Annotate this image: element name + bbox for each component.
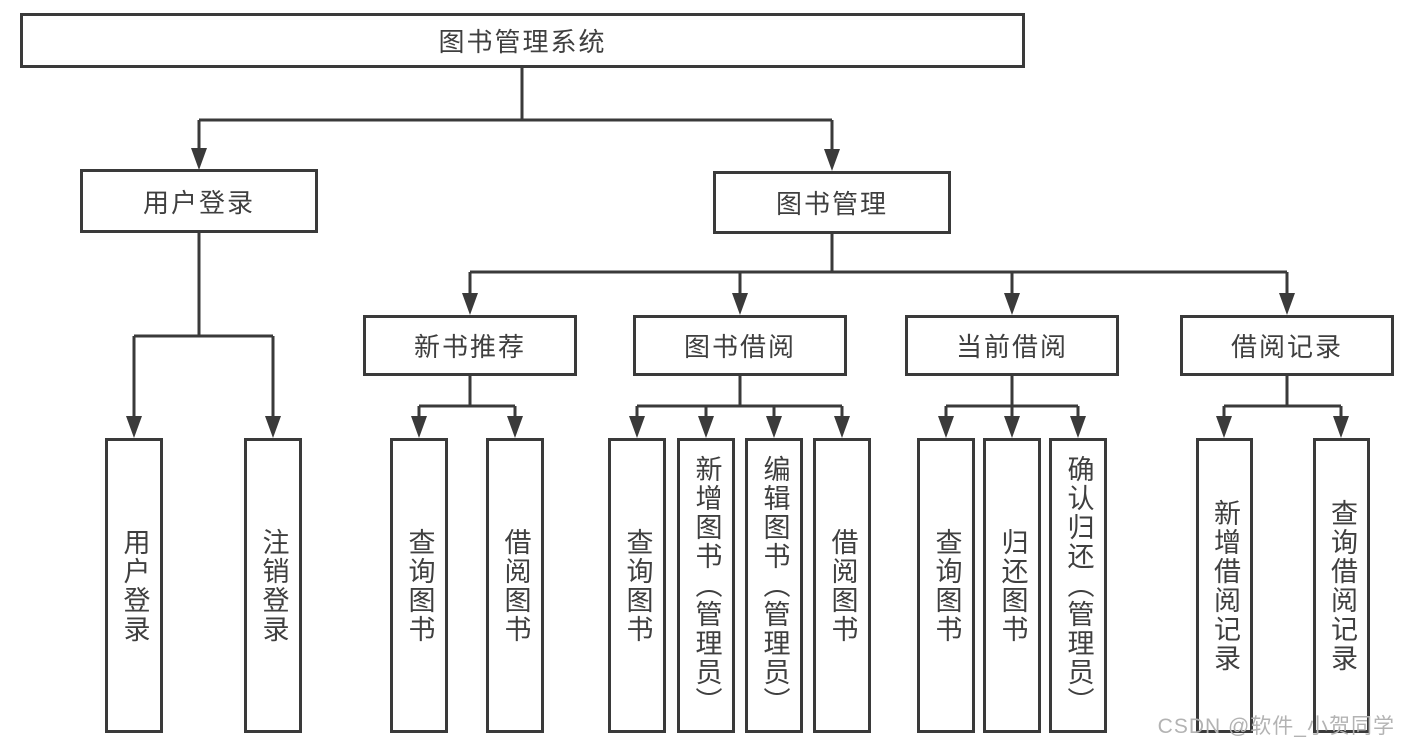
leaf-label: 查询图书: [931, 527, 962, 644]
leaf-add-books-admin: 新增图书（管理员）: [677, 438, 735, 733]
node-label: 借阅记录: [1230, 332, 1343, 362]
node-borrowing-records: 借阅记录: [1180, 315, 1394, 376]
leaf-borrow-books: 借阅图书: [813, 438, 871, 733]
node-label: 图书管理系统: [438, 27, 607, 57]
leaf-label: 查询图书: [622, 527, 653, 644]
node-library-management-system: 图书管理系统: [20, 13, 1025, 68]
leaf-label: 查询借阅记录: [1327, 498, 1357, 673]
leaf-edit-books-admin: 编辑图书（管理员）: [745, 438, 803, 733]
leaf-label: 借阅图书: [827, 527, 858, 644]
leaf-add-borrow-record: 新增借阅记录: [1196, 438, 1253, 733]
tree-edges: [132, 68, 1343, 434]
node-label: 图书借阅: [683, 332, 796, 362]
leaf-logout: 注销登录: [244, 438, 302, 733]
node-label: 用户登录: [142, 187, 255, 218]
node-current-borrowing: 当前借阅: [905, 315, 1119, 376]
leaf-confirm-return-admin: 确认归还（管理员）: [1049, 438, 1107, 733]
leaf-user-login: 用户登录: [105, 438, 163, 733]
leaf-borrow-books: 借阅图书: [486, 438, 544, 733]
node-label: 图书管理: [775, 189, 888, 219]
leaf-label: 注销登录: [258, 527, 289, 644]
leaf-return-books: 归还图书: [983, 438, 1041, 733]
node-label: 当前借阅: [955, 332, 1068, 362]
node-new-book-recommend: 新书推荐: [363, 315, 577, 376]
leaf-label: 确认归还（管理员）: [1063, 455, 1094, 716]
node-label: 新书推荐: [413, 332, 526, 362]
leaf-label: 用户登录: [119, 527, 150, 644]
leaf-label: 归还图书: [997, 527, 1028, 644]
node-user-login: 用户登录: [80, 169, 318, 233]
leaf-label: 新增图书（管理员）: [691, 455, 722, 716]
leaf-label: 查询图书: [404, 527, 435, 644]
leaf-query-books: 查询图书: [917, 438, 975, 733]
leaf-query-books: 查询图书: [390, 438, 448, 733]
node-book-management: 图书管理: [713, 171, 951, 234]
leaf-label: 编辑图书（管理员）: [759, 455, 790, 716]
leaf-query-books: 查询图书: [608, 438, 666, 733]
csdn-watermark: CSDN @软件_小贺同学: [1157, 715, 1395, 738]
leaf-label: 借阅图书: [500, 527, 531, 644]
arrowheads: [126, 148, 1349, 438]
leaf-label: 新增借阅记录: [1210, 498, 1240, 673]
leaf-query-borrow-record: 查询借阅记录: [1313, 438, 1370, 733]
node-book-borrowing: 图书借阅: [633, 315, 847, 376]
